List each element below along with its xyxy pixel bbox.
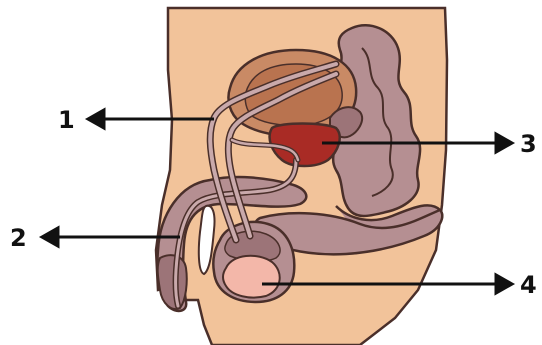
arrow-2-head <box>42 228 58 246</box>
arrow-1-head <box>88 110 104 128</box>
callout-label-3: 3 <box>520 130 537 158</box>
callout-label-1: 1 <box>58 106 75 134</box>
callout-label-4: 4 <box>520 271 537 299</box>
testis <box>223 256 280 298</box>
glans <box>158 255 187 309</box>
arrow-4-head <box>496 275 512 293</box>
arrow-3-head <box>496 134 512 152</box>
callout-label-2: 2 <box>10 224 27 252</box>
